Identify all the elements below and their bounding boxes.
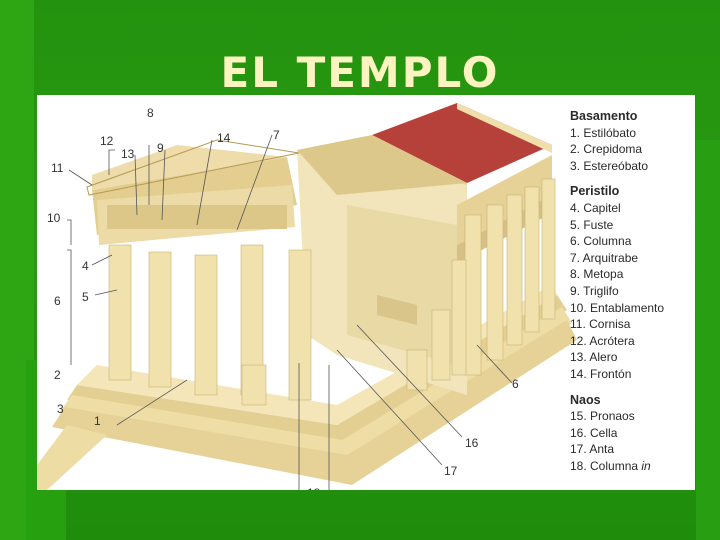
- callout-17: 17: [444, 464, 458, 478]
- legend-item: 6. Columna: [570, 233, 695, 250]
- legend-heading: Peristilo: [570, 183, 695, 200]
- callout-5: 5: [82, 290, 89, 304]
- legend-group-peristilo: Peristilo 4. Capitel 5. Fuste 6. Columna…: [570, 183, 695, 382]
- callout-4: 4: [82, 259, 89, 273]
- callout-2: 2: [54, 368, 61, 382]
- legend-item: 5. Fuste: [570, 217, 695, 234]
- legend-item: 2. Crepidoma: [570, 141, 695, 158]
- legend-item: 7. Arquitrabe: [570, 250, 695, 267]
- callout-10: 10: [47, 211, 61, 225]
- legend-group-naos: Naos 15. Pronaos 16. Cella 17. Anta 18. …: [570, 392, 695, 475]
- legend-item: 14. Frontón: [570, 366, 695, 383]
- callout-6: 6: [54, 294, 61, 308]
- callout-11: 11: [51, 161, 64, 175]
- legend-item: 9. Triglifo: [570, 283, 695, 300]
- legend-item: 8. Metopa: [570, 266, 695, 283]
- callout-1: 1: [94, 414, 101, 428]
- legend: Basamento 1. Estilóbato 2. Crepidoma 3. …: [570, 108, 695, 483]
- callout-12: 12: [100, 134, 114, 148]
- legend-heading: Basamento: [570, 108, 695, 125]
- decorative-stripe: [696, 140, 720, 540]
- callout-13: 13: [121, 147, 135, 161]
- legend-item: 3. Estereóbato: [570, 158, 695, 175]
- legend-heading: Naos: [570, 392, 695, 409]
- callout-7: 7: [273, 128, 280, 142]
- legend-item-italic: in: [641, 459, 650, 473]
- callout-14: 14: [217, 131, 231, 145]
- temple-entablature: [87, 140, 299, 245]
- legend-item: 15. Pronaos: [570, 408, 695, 425]
- legend-item: 11. Cornisa: [570, 316, 695, 333]
- legend-item: 13. Alero: [570, 349, 695, 366]
- legend-item: 16. Cella: [570, 425, 695, 442]
- legend-group-basamento: Basamento 1. Estilóbato 2. Crepidoma 3. …: [570, 108, 695, 174]
- legend-item: 18. Columna in: [570, 458, 695, 475]
- legend-item: 17. Anta: [570, 441, 695, 458]
- callout-18: 18: [307, 486, 321, 490]
- callout-16: 16: [465, 436, 479, 450]
- legend-item-text: 18. Columna: [570, 459, 641, 473]
- callout-6-side: 6: [512, 377, 519, 391]
- slide-title: EL TEMPLO: [0, 48, 720, 97]
- legend-item: 4. Capitel: [570, 200, 695, 217]
- callout-9: 9: [157, 141, 164, 155]
- callout-3: 3: [57, 402, 64, 416]
- legend-item: 1. Estilóbato: [570, 125, 695, 142]
- legend-item: 10. Entablamento: [570, 300, 695, 317]
- callout-8: 8: [147, 106, 154, 120]
- legend-item: 12. Acrótera: [570, 333, 695, 350]
